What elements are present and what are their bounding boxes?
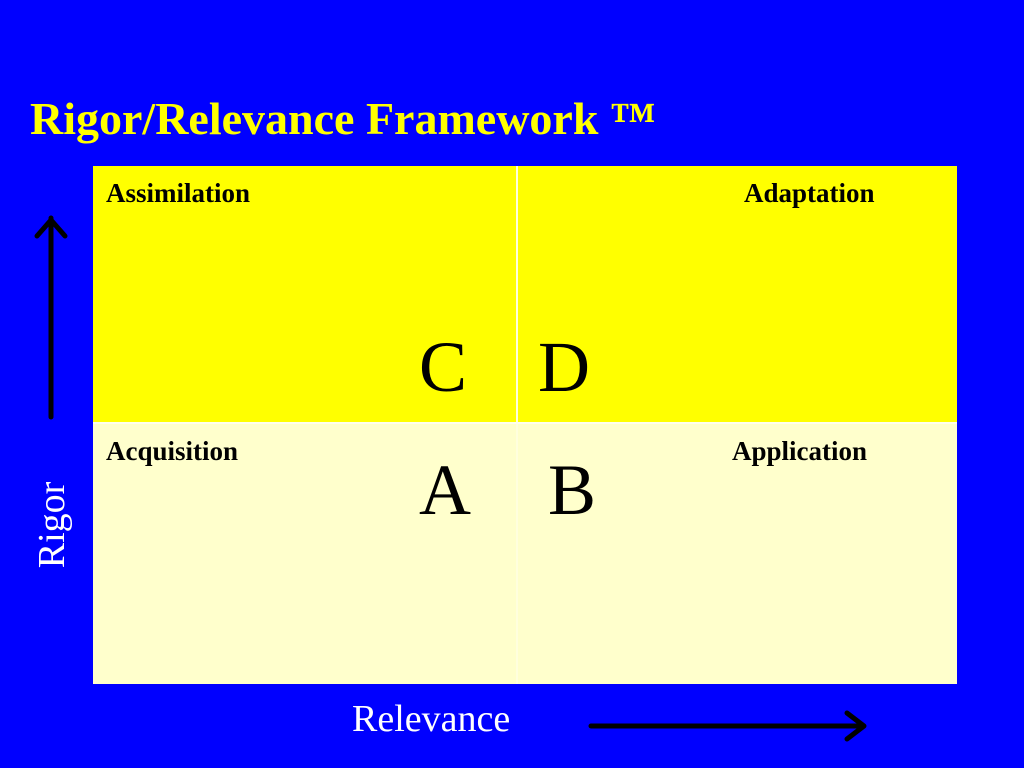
quadrant-application: Application B — [518, 424, 957, 684]
framework-grid: Assimilation C Adaptation D Acquisition … — [93, 166, 957, 684]
quadrant-acquisition: Acquisition A — [93, 424, 516, 684]
quadrant-letter-c: C — [419, 327, 468, 407]
quadrant-letter-d: D — [538, 327, 590, 407]
axis-label-relevance: Relevance — [352, 698, 511, 740]
slide-title: Rigor/Relevance Framework ™ — [30, 93, 656, 144]
quadrant-letter-a: A — [419, 450, 471, 530]
quadrant-label-assimilation: Assimilation — [106, 178, 251, 208]
quadrant-label-application: Application — [732, 436, 868, 466]
arrow-right-icon — [588, 710, 867, 742]
arrow-up-icon — [34, 215, 68, 420]
quadrant-assimilation: Assimilation C — [93, 166, 516, 422]
quadrant-letter-b: B — [548, 450, 597, 530]
vertical-divider — [516, 166, 518, 684]
quadrant-label-acquisition: Acquisition — [106, 436, 239, 466]
quadrant-label-adaptation: Adaptation — [744, 178, 875, 208]
quadrant-adaptation: Adaptation D — [518, 166, 957, 422]
horizontal-divider — [93, 422, 957, 424]
axis-label-rigor: Rigor — [31, 481, 73, 569]
